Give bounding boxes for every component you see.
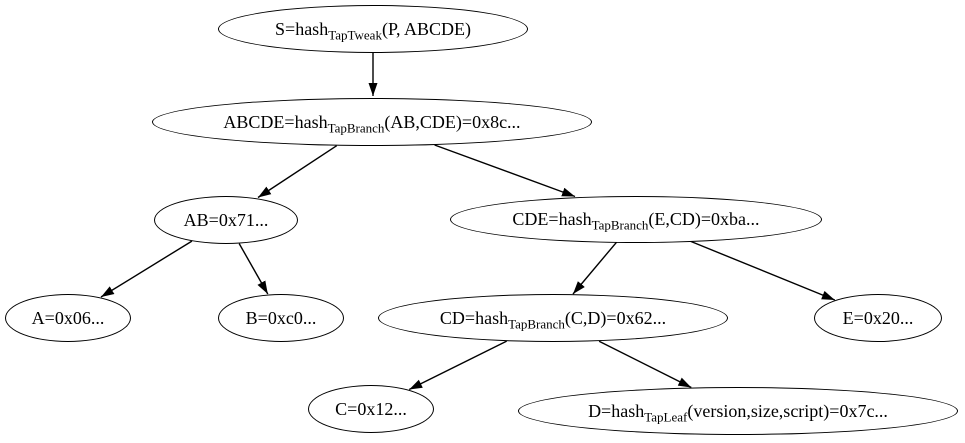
edge-cde-e [689,240,836,301]
node-abcde: ABCDE=hashTapBranch(AB,CDE)=0x8c... [152,98,592,146]
label-text: D=hash [588,400,645,421]
label-subscript: TapBranch [591,217,649,233]
node-a: A=0x06... [5,294,131,342]
node-c: C=0x12... [308,385,434,433]
label-text: (AB,CDE)=0x8c... [384,111,521,132]
node-b-label: B=0xc0... [242,308,321,329]
node-e-label: E=0x20... [839,308,918,329]
label-text: B=0xc0... [245,307,317,328]
node-cde-label: CDE=hashTapBranch(E,CD)=0xba... [508,209,763,233]
label-text: (version,size,script)=0x7c... [687,400,888,421]
label-text: ABCDE=hash [223,111,328,132]
node-ab: AB=0x71... [154,196,298,244]
node-b: B=0xc0... [218,294,344,342]
label-text: CDE=hash [512,209,592,229]
label-text: E=0x20... [842,307,914,328]
label-subscript: TapTweak [328,27,382,43]
edge-ab-a [100,240,193,298]
node-cde: CDE=hashTapBranch(E,CD)=0xba... [450,196,822,243]
node-d-label: D=hashTapLeaf(version,size,script)=0x7c.… [584,400,892,425]
label-text: C=0x12... [335,398,407,419]
node-abcde-label: ABCDE=hashTapBranch(AB,CDE)=0x8c... [219,111,524,136]
edge-cd-c [408,340,508,391]
edge-ab-b [238,243,269,295]
edge-cd-d [598,340,692,389]
label-text: (P, ABCDE) [381,18,471,39]
node-c-label: C=0x12... [331,399,411,420]
label-subscript: TapBranch [327,120,385,136]
node-s-label: S=hashTapTweak(P, ABCDE) [271,18,475,43]
node-ab-label: AB=0x71... [180,210,273,231]
label-text: (C,D)=0x62... [564,307,667,328]
label-text: S=hash [275,18,329,39]
edge-cde-cd [572,241,618,295]
edge-abcde-cde [434,144,576,198]
label-text: AB=0x71... [183,209,269,230]
label-subscript: TapBranch [508,316,565,332]
node-e: E=0x20... [814,294,942,342]
label-subscript: TapLeaf [644,409,688,425]
node-cd-label: CD=hashTapBranch(C,D)=0x62... [436,307,670,332]
label-text: (E,CD)=0xba... [648,209,760,229]
label-text: A=0x06... [31,307,105,328]
node-d: D=hashTapLeaf(version,size,script)=0x7c.… [518,387,958,435]
node-a-label: A=0x06... [28,308,109,329]
label-text: CD=hash [439,307,509,328]
edge-abcde-ab [257,145,338,199]
node-s: S=hashTapTweak(P, ABCDE) [218,5,528,53]
node-cd: CD=hashTapBranch(C,D)=0x62... [378,294,728,342]
